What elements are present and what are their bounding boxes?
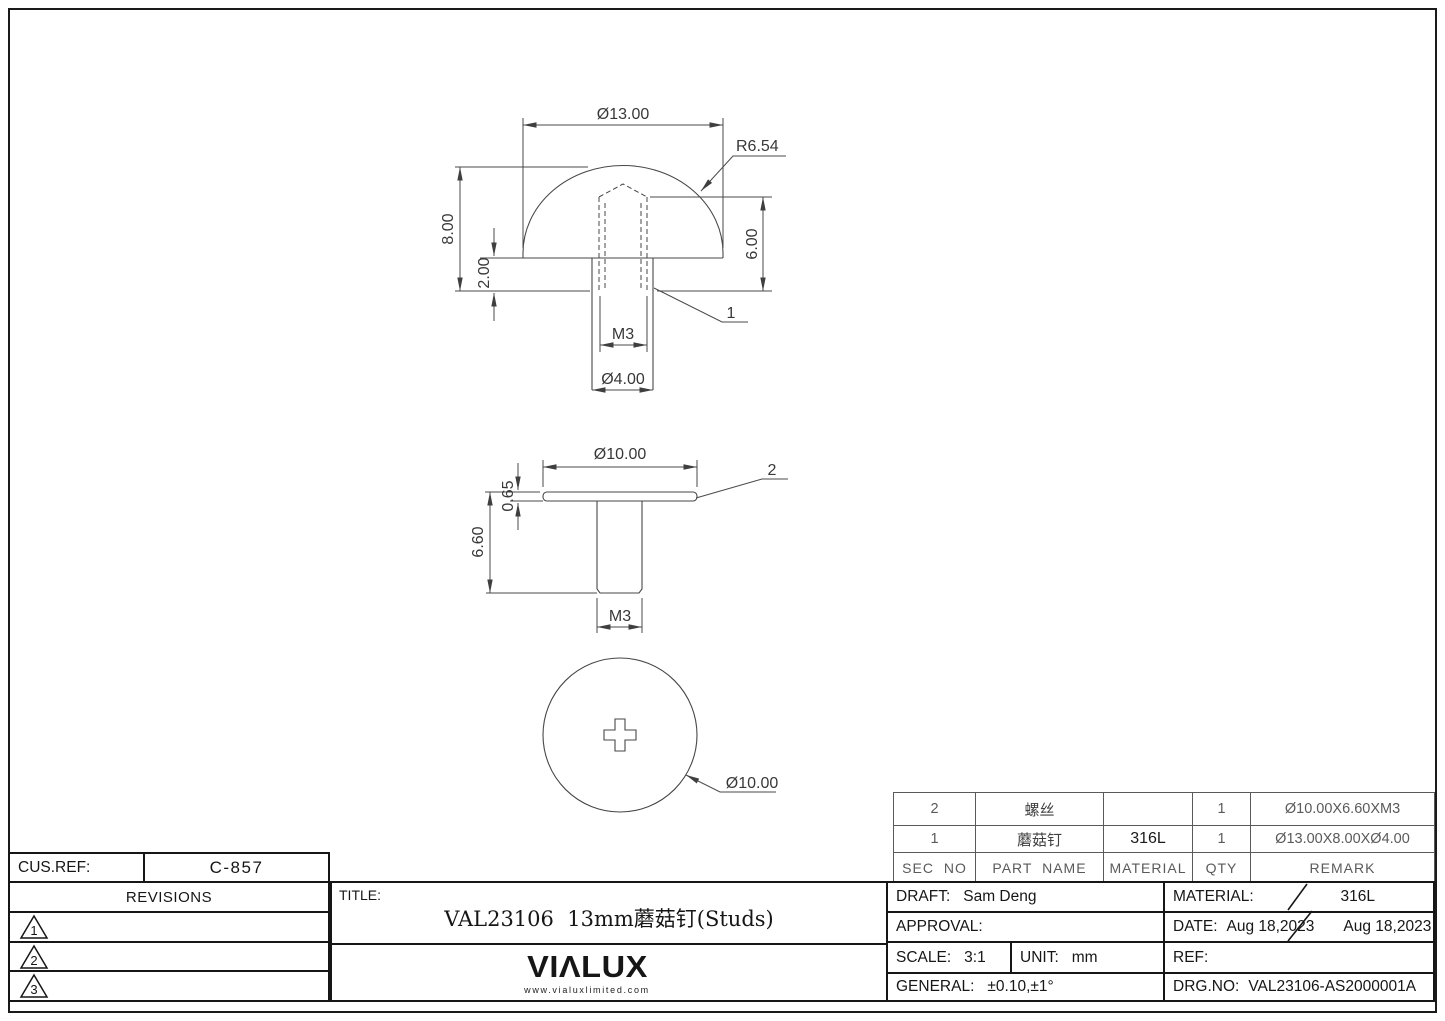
parts-row-part-name: 螺丝	[975, 793, 1103, 825]
title-cell: TITLE: VAL23106 13mm蘑菇钉(Studs)	[332, 883, 886, 945]
parts-row-material: 316L	[1103, 825, 1192, 852]
general-cell: GENERAL: ±0.10,±1°	[888, 974, 1165, 1000]
revision-number: 1	[30, 923, 37, 938]
date-label: DATE:	[1173, 918, 1218, 935]
cus-ref-label: CUS.REF:	[10, 854, 145, 881]
parts-row-qty: 1	[1192, 793, 1250, 825]
material-label: MATERIAL:	[1173, 888, 1254, 905]
parts-row-part-name: 蘑菇钉	[975, 825, 1103, 852]
parts-header-part-name: PART NAME	[975, 852, 1103, 882]
unit-label: UNIT:	[1020, 948, 1059, 966]
parts-row-remark: Ø10.00X6.60XM3	[1250, 793, 1434, 825]
drg-no-value: VAL23106-AS2000001A	[1248, 978, 1417, 995]
vialux-logo: VIΛLUX	[526, 948, 648, 984]
info-block: DRAFT: Sam Deng MATERIAL: 316L APPROVAL:…	[886, 881, 1435, 1002]
title-label: TITLE:	[339, 887, 382, 903]
parts-header-sec-no: SEC NO	[894, 852, 975, 882]
logo-cell: VIΛLUX www.vialuxlimited.com	[310, 945, 864, 1000]
revisions-block: REVISIONS 1 2 3	[8, 881, 330, 1002]
material-cell: MATERIAL: 316L	[1165, 883, 1433, 911]
revisions-header: REVISIONS	[10, 883, 328, 913]
revision-triangle-icon: 1	[19, 914, 49, 939]
scale-label: SCALE:	[896, 948, 952, 966]
revision-row: 1	[10, 913, 328, 943]
ref-cell: REF:	[1165, 943, 1433, 972]
general-value: ±0.10,±1°	[987, 978, 1054, 995]
parts-header-qty: QTY	[1192, 852, 1250, 882]
revision-number: 3	[30, 982, 37, 997]
revision-triangle-icon: 2	[19, 944, 49, 969]
parts-row-sec-no: 1	[894, 825, 975, 852]
parts-table: 2 螺丝 1 Ø10.00X6.60XM3 1 蘑菇钉 316L 1 Ø13.0…	[893, 792, 1435, 883]
parts-row-qty: 1	[1192, 825, 1250, 852]
general-label: GENERAL:	[896, 978, 975, 995]
approval-label: APPROVAL:	[896, 918, 983, 935]
date-value: Aug 18,2023	[1226, 918, 1315, 935]
parts-row-remark: Ø13.00X8.00XØ4.00	[1250, 825, 1434, 852]
parts-row-sec-no: 2	[930, 801, 939, 817]
info-row-scale-unit-ref: SCALE: 3:1 UNIT: mm REF:	[888, 943, 1433, 974]
draft-label: DRAFT:	[896, 888, 951, 905]
title-block: TITLE: VAL23106 13mm蘑菇钉(Studs) VIΛLUX ww…	[330, 881, 888, 1002]
logo-url: www.vialuxlimited.com	[524, 984, 650, 995]
scale-value: 3:1	[964, 948, 986, 966]
drawing-title: VAL23106 13mm蘑菇钉(Studs)	[444, 907, 774, 931]
cus-ref-block: CUS.REF: C-857	[8, 852, 330, 883]
revision-row: 3	[10, 972, 328, 1000]
revision-number: 2	[30, 953, 37, 968]
cus-ref-value: C-857	[209, 857, 264, 877]
draft-value: Sam Deng	[963, 888, 1037, 905]
date-value-2: Aug 18,2023	[1343, 918, 1432, 935]
unit-cell: UNIT: mm	[1012, 943, 1165, 972]
ref-label: REF:	[1173, 948, 1209, 966]
info-row-draft-material: DRAFT: Sam Deng MATERIAL: 316L	[888, 883, 1433, 913]
parts-header-material: MATERIAL	[1103, 852, 1192, 882]
sheet-border	[8, 8, 1437, 1013]
revision-row: 2	[10, 943, 328, 973]
info-row-general-drgno: GENERAL: ±0.10,±1° DRG.NO: VAL23106-AS20…	[888, 974, 1433, 1000]
parts-header-remark: REMARK	[1250, 852, 1434, 882]
drg-no-label: DRG.NO:	[1173, 978, 1240, 995]
drg-no-cell: DRG.NO: VAL23106-AS2000001A	[1165, 974, 1433, 1000]
draft-cell: DRAFT: Sam Deng	[888, 883, 1165, 911]
date-cell: DATE: Aug 18,2023 Aug 18,2023	[1165, 913, 1433, 941]
unit-value: mm	[1071, 948, 1098, 966]
revision-triangle-icon: 3	[19, 973, 49, 998]
approval-cell: APPROVAL:	[888, 913, 1165, 941]
info-row-approval-date: APPROVAL: DATE: Aug 18,2023 Aug 18,2023	[888, 913, 1433, 943]
parts-row-material	[1103, 793, 1192, 825]
scale-cell: SCALE: 3:1	[888, 943, 1012, 972]
material-value: 316L	[1340, 888, 1375, 905]
